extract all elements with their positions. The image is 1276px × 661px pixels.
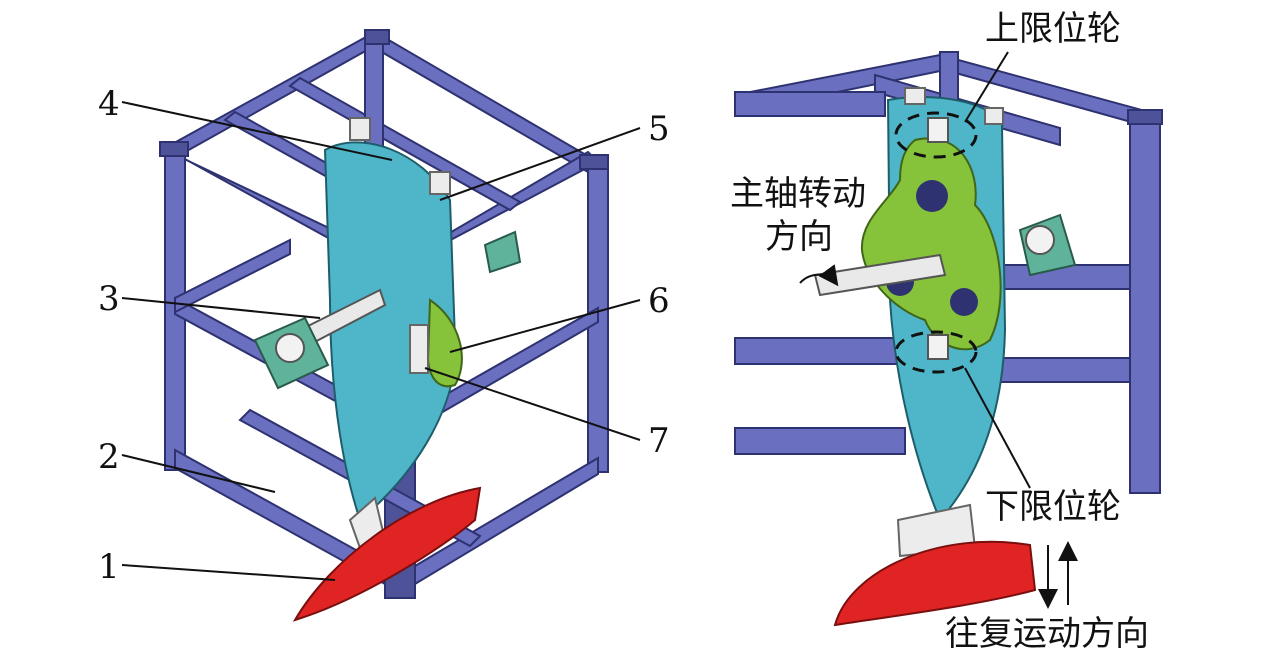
left-figure: 1 2 3 4 5 6 7	[98, 29, 670, 622]
upper-limit-roller	[927, 117, 949, 143]
callout-5: 5	[648, 109, 670, 149]
reciprocating-label: 往复运动方向	[945, 614, 1149, 654]
callout-6: 6	[648, 281, 670, 321]
leader-3	[121, 297, 321, 319]
leader-1	[121, 564, 336, 581]
lower-limit-label: 下限位轮	[985, 487, 1121, 527]
left-cutter	[292, 486, 482, 622]
leader-lower	[964, 367, 1031, 489]
lower-limit-roller	[927, 334, 949, 360]
left-cam-plate	[426, 298, 463, 388]
leader-4	[121, 101, 393, 161]
leader-7	[424, 367, 641, 441]
callout-1: 1	[98, 547, 120, 587]
leader-upper	[964, 51, 1009, 123]
upper-limit-circle	[894, 111, 978, 159]
leader-2	[121, 454, 276, 493]
right-frame	[733, 51, 1163, 494]
upper-limit-label: 上限位轮	[985, 9, 1121, 49]
leader-5	[439, 127, 641, 201]
leader-6	[449, 299, 641, 353]
left-blade-plate	[323, 141, 457, 522]
callout-3: 3	[98, 279, 120, 319]
right-cutter	[833, 540, 1037, 627]
right-figure: 上限位轮 主轴转动 方向 下限位轮 往复运动方向	[730, 9, 1163, 654]
right-spindle	[813, 253, 947, 297]
callout-4: 4	[98, 84, 120, 124]
callout-2: 2	[98, 437, 120, 477]
spindle-rotation-label-2: 方向	[765, 217, 833, 257]
spindle-rotation-label-1: 主轴转动	[730, 174, 866, 214]
lower-limit-circle	[894, 330, 978, 374]
callout-7: 7	[648, 421, 670, 461]
